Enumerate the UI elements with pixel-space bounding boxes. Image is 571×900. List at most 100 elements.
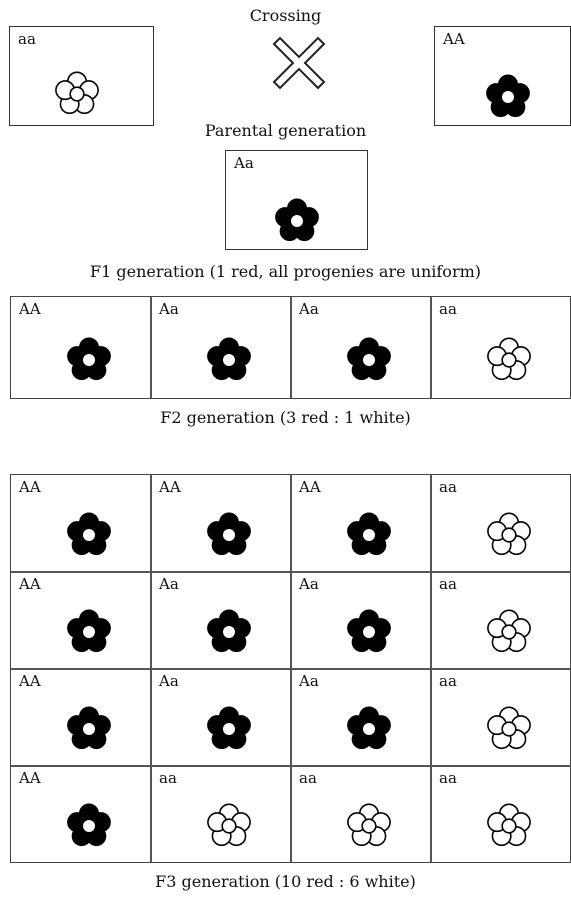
- parent-left-box: aa: [9, 26, 154, 126]
- flower-icon: [206, 609, 251, 653]
- flower-icon: [66, 336, 111, 380]
- genotype-label: Aa: [159, 300, 179, 318]
- genotype-label: aa: [299, 769, 317, 787]
- genotype-label: aa: [439, 575, 457, 593]
- genotype-cell: Aa: [291, 297, 430, 398]
- f1-box: Aa: [225, 150, 368, 250]
- flower-icon: [206, 512, 251, 556]
- flower-center: [80, 624, 97, 640]
- genotype-cell: Aa: [291, 669, 430, 765]
- flower-center: [500, 624, 517, 640]
- parent-right-box: AA: [434, 26, 571, 126]
- flower-center: [220, 721, 237, 737]
- f2-generation-label: F2 generation (3 red : 1 white): [160, 408, 411, 427]
- flower-center: [500, 351, 517, 368]
- flower-icon: [346, 803, 391, 847]
- flower-center: [220, 527, 237, 543]
- genotype-cell: Aa: [151, 297, 290, 398]
- genotype-cell: AA: [11, 572, 150, 668]
- genotype-cell: aa: [151, 766, 290, 862]
- flower-icon: [66, 512, 111, 556]
- grid-divider: [150, 297, 152, 398]
- genotype-label: Aa: [234, 154, 254, 172]
- genotype-label: Aa: [159, 575, 179, 593]
- grid-divider: [290, 297, 292, 398]
- flower-center: [360, 624, 377, 640]
- flower-center: [500, 89, 516, 105]
- genotype-cell: Aa: [151, 669, 290, 765]
- genotype-label: AA: [19, 478, 41, 496]
- crossing-title: Crossing: [249, 6, 322, 25]
- genotype-label: Aa: [299, 575, 319, 593]
- genotype-label: AA: [19, 575, 41, 593]
- genotype-cell: aa: [431, 669, 570, 765]
- flower-center: [220, 818, 237, 834]
- genotype-cell: aa: [431, 297, 570, 398]
- genotype-label: aa: [439, 672, 457, 690]
- genotype-cell: AA: [291, 475, 430, 571]
- flower-center: [500, 527, 517, 543]
- genotype-label: Aa: [299, 672, 319, 690]
- genotype-cell: Aa: [151, 572, 290, 668]
- genotype-label: aa: [439, 300, 457, 318]
- flower-icon: [206, 706, 251, 750]
- flower-icon: [206, 336, 251, 380]
- genotype-label: AA: [159, 478, 181, 496]
- f3-generation-label: F3 generation (10 red : 6 white): [155, 872, 416, 891]
- genotype-cell: AA: [11, 669, 150, 765]
- flower-icon: [206, 803, 251, 847]
- grid-divider: [11, 571, 570, 573]
- genotype-cell: AA: [151, 475, 290, 571]
- flower-center: [289, 213, 305, 229]
- f1-generation-label: F1 generation (1 red, all progenies are …: [89, 262, 481, 281]
- genotype-cell: aa: [431, 475, 570, 571]
- flower-icon: [486, 803, 531, 847]
- genotype-label: Aa: [159, 672, 179, 690]
- genotype-label: AA: [19, 769, 41, 787]
- flower-icon: [346, 609, 391, 653]
- genotype-cell: AA: [11, 297, 150, 398]
- genotype-label: aa: [159, 769, 177, 787]
- flower-center: [360, 351, 377, 368]
- flower-center: [360, 818, 377, 834]
- flower-icon: [66, 706, 111, 750]
- flower-icon: [486, 336, 531, 380]
- flower-center: [220, 351, 237, 368]
- genotype-cell: aa: [431, 766, 570, 862]
- flower-center: [80, 527, 97, 543]
- genotype-cell: Aa: [291, 572, 430, 668]
- flower-center: [69, 86, 85, 102]
- genotype-label: AA: [19, 672, 41, 690]
- genotype-label: aa: [18, 30, 36, 48]
- genotype-label: AA: [19, 300, 41, 318]
- flower-center: [360, 527, 377, 543]
- flower-center: [80, 351, 97, 368]
- flower-icon: [66, 803, 111, 847]
- genotype-cell: AA: [11, 766, 150, 862]
- grid-divider: [11, 668, 570, 670]
- genotype-cell: aa: [431, 572, 570, 668]
- grid-divider: [11, 765, 570, 767]
- cross-icon: [272, 36, 326, 90]
- flower-icon: [346, 336, 391, 380]
- flower-center: [80, 721, 97, 737]
- flower-center: [80, 818, 97, 834]
- flower-icon: [346, 706, 391, 750]
- flower-center: [500, 721, 517, 737]
- genotype-label: aa: [439, 478, 457, 496]
- parental-generation-label: Parental generation: [204, 121, 367, 140]
- flower-icon: [486, 74, 530, 118]
- flower-icon: [55, 71, 99, 115]
- flower-icon: [66, 609, 111, 653]
- flower-icon: [486, 706, 531, 750]
- genotype-label: AA: [443, 30, 465, 48]
- genotype-cell: aa: [291, 766, 430, 862]
- flower-icon: [346, 512, 391, 556]
- flower-icon: [486, 609, 531, 653]
- genotype-cell: AA: [11, 475, 150, 571]
- flower-icon: [486, 512, 531, 556]
- grid-divider: [430, 297, 432, 398]
- genotype-label: Aa: [299, 300, 319, 318]
- flower-icon: [275, 198, 319, 242]
- flower-center: [500, 818, 517, 834]
